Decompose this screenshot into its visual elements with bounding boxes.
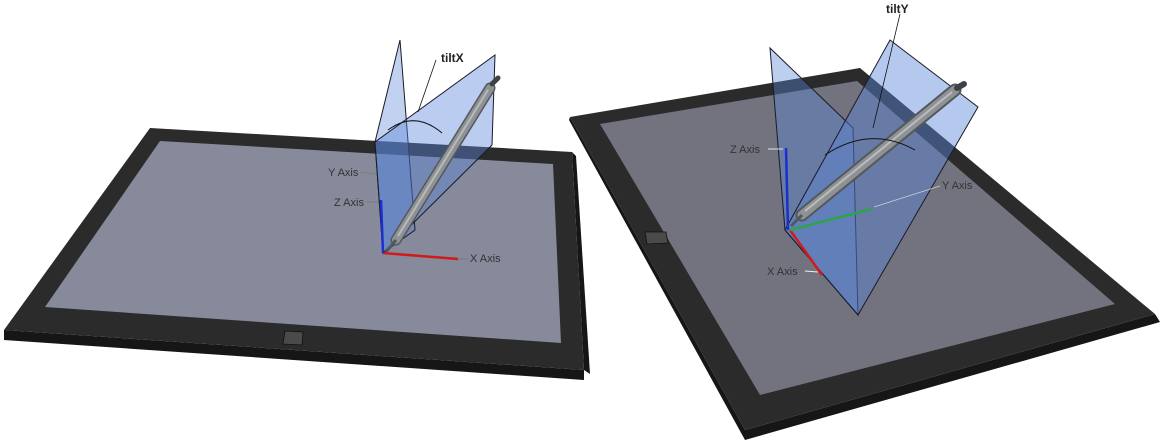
tiltx-label: tiltX: [441, 51, 464, 65]
tilty-label: tiltY: [886, 2, 909, 16]
left-x-axis-label: X Axis: [470, 253, 501, 265]
windows-button-icon: [645, 232, 668, 244]
windows-button-icon: [283, 331, 303, 345]
right-y-axis-label: Y Axis: [942, 180, 973, 192]
left-z-axis-label: Z Axis: [334, 197, 364, 209]
left-tablet-figure: tiltX Y Axis Z Axis X Axis: [4, 40, 590, 380]
right-z-axis-label: Z Axis: [730, 144, 760, 156]
right-x-axis-label: X Axis: [767, 266, 798, 278]
left-y-axis-label: Y Axis: [328, 167, 359, 179]
right-tablet-figure: tiltY Z Axis Y Axis X Axis: [569, 2, 1160, 440]
